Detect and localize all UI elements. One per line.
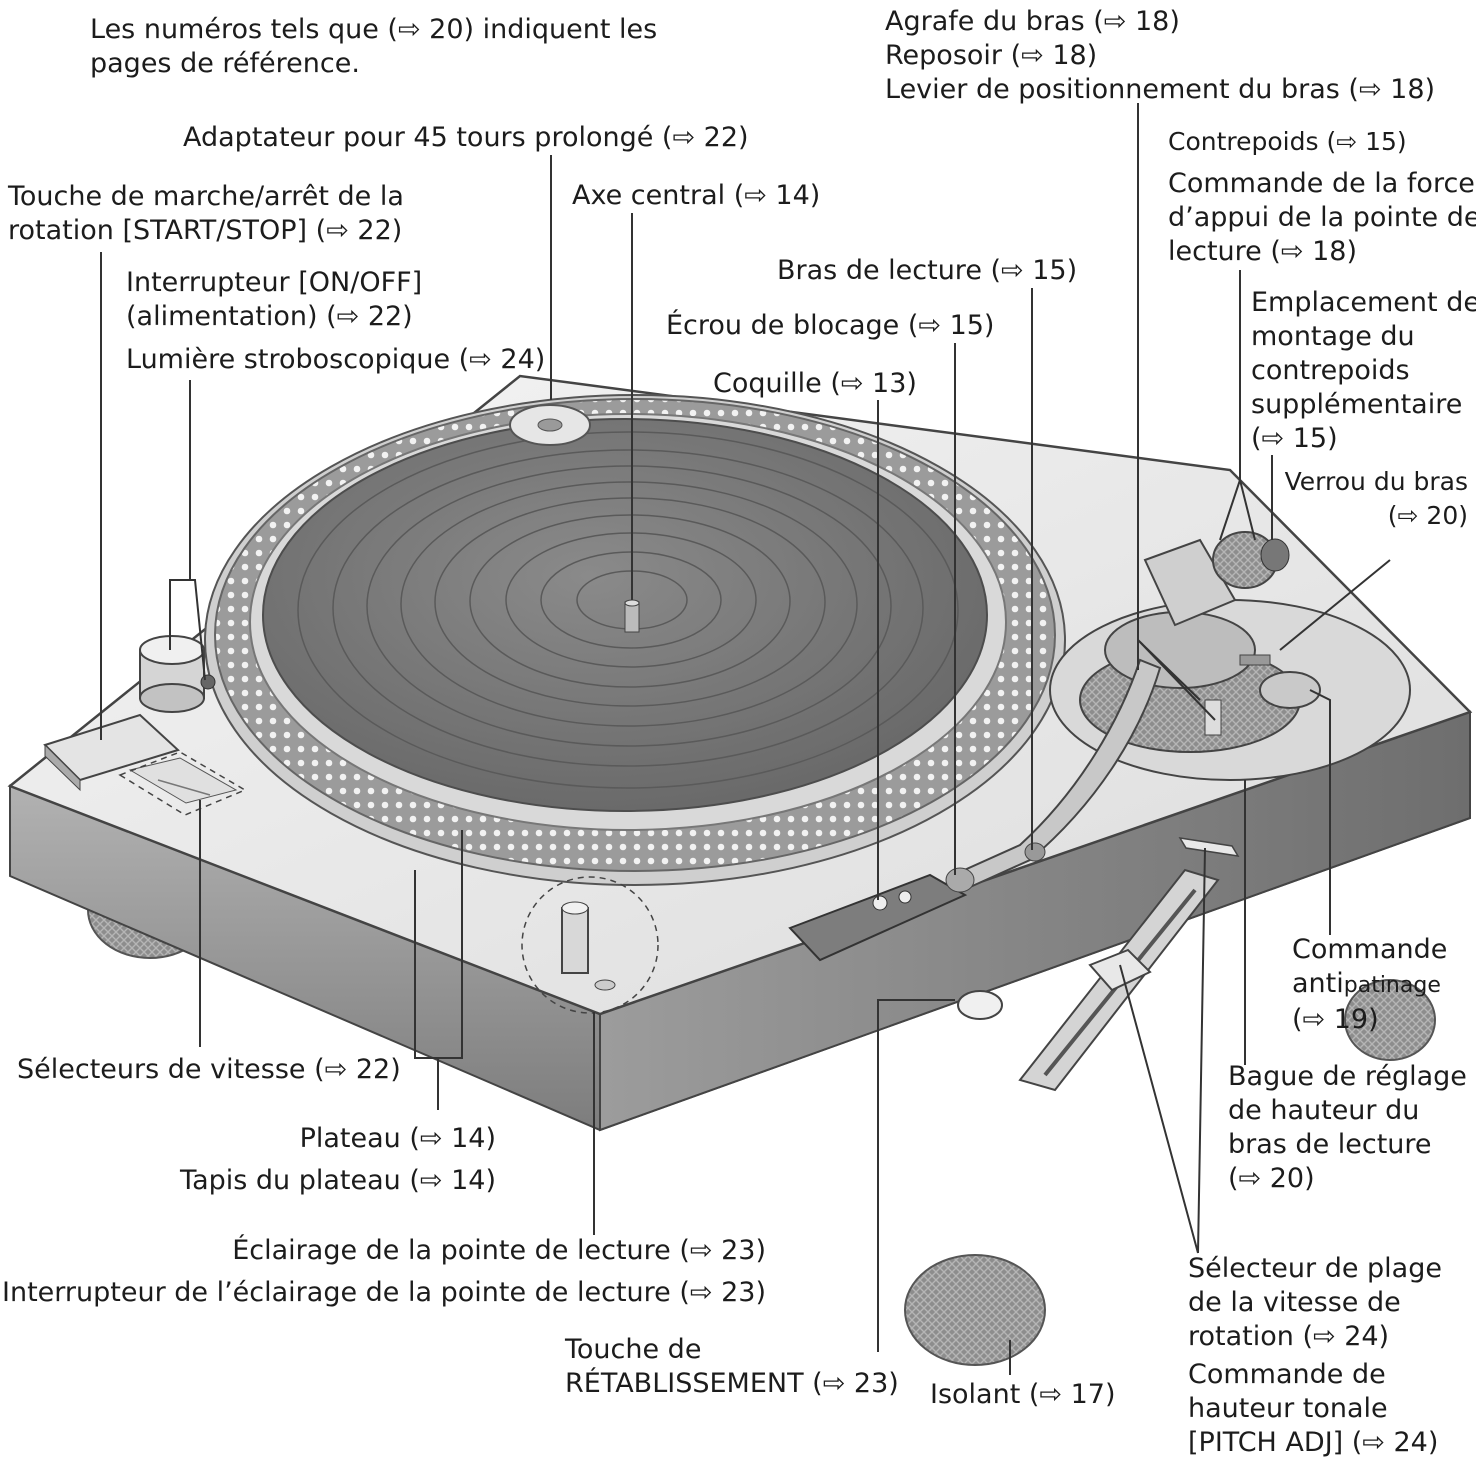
label-lock-nut: Écrou de blocage (⇨ 15) — [666, 310, 995, 341]
center-spindle — [624, 599, 640, 633]
label-center-spindle: Axe central (⇨ 14) — [572, 180, 821, 211]
label-counterweight: Contrepoids (⇨ 15) — [1168, 127, 1407, 156]
label-stylus-illuminator: Éclairage de la pointe de lecture (⇨ 23)… — [2, 1235, 766, 1308]
start-stop-button — [43, 713, 180, 792]
label-speed-selectors: Sélecteurs de vitesse (⇨ 22) — [17, 1054, 401, 1085]
reset-button — [957, 990, 1003, 1020]
label-arm-clamp: Agrafe du bras (⇨ 18)Reposoir (⇨ 18)Levi… — [885, 6, 1436, 105]
label-platter: Plateau (⇨ 14)Tapis du plateau (⇨ 14) — [180, 1123, 496, 1196]
label-tonearm: Bras de lecture (⇨ 15) — [777, 255, 1078, 286]
power-switch — [139, 635, 216, 713]
speed-selectors — [118, 751, 247, 816]
pitch-slider — [1018, 837, 1240, 1092]
label-headshell: Coquille (⇨ 13) — [713, 368, 917, 399]
label-strobe-light: Lumière stroboscopique (⇨ 24) — [126, 344, 546, 375]
label-45-adaptor: Adaptateur pour 45 tours prolongé (⇨ 22) — [183, 122, 749, 153]
label-power-switch: Interrupteur [ON/OFF](alimentation) (⇨ 2… — [126, 267, 423, 332]
label-anti-skating: Commande antipatinage (⇨ 19) — [1292, 934, 1448, 1035]
headshell — [788, 867, 975, 962]
45-adaptor — [509, 404, 591, 446]
label-arm-rest-lock: Verrou du bras(⇨ 20) — [1284, 467, 1468, 530]
stylus-illuminator — [521, 876, 659, 1014]
leader-lines — [100, 103, 1391, 1375]
label-insulator: Isolant (⇨ 17) — [930, 1379, 1116, 1410]
tonearm-assembly — [958, 531, 1290, 890]
note-text: Les numéros tels que (⇨ 20) indiquent le… — [90, 14, 658, 79]
